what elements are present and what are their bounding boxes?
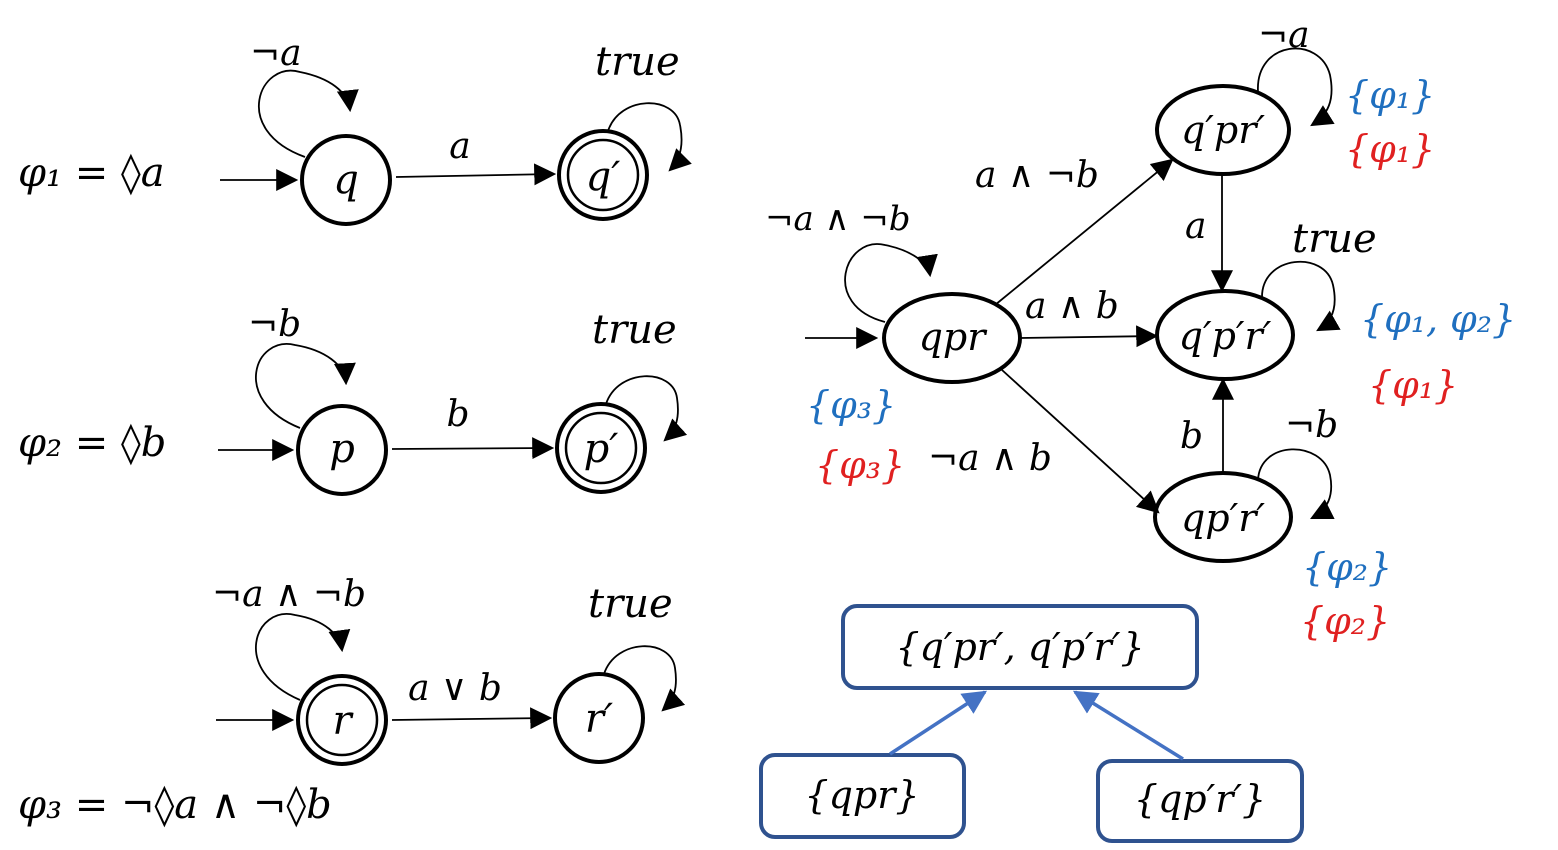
label-state-qppr: q′pr′	[1181, 108, 1265, 152]
label-self-loop-r: ¬a ∧ ¬b	[212, 574, 366, 615]
state-p-prime	[555, 402, 647, 494]
label-self-loop-qprp: ¬b	[1285, 405, 1338, 446]
self-loop-r	[255, 613, 351, 701]
label-state-qpprp: q′p′r′	[1179, 314, 1272, 358]
edge-qpr-to-qpprp	[1019, 325, 1159, 348]
edge-qpr-to-qprp	[1001, 369, 1160, 514]
automaton-phi2: φ₂ = ◊b ¬b p b p′ true	[18, 304, 688, 496]
lattice-box-left	[759, 753, 966, 839]
label-self-loop-p: ¬b	[248, 304, 301, 345]
self-loop-r-prime	[603, 645, 686, 712]
label-self-loop-q: ¬a	[250, 33, 302, 74]
annotation-qpprp-blue: {φ₁, φ₂}	[1360, 297, 1516, 341]
self-loop-p-prime	[605, 375, 688, 442]
label-state-p: p	[329, 426, 355, 472]
annotation-qprp-blue: {φ₂}	[1302, 545, 1392, 589]
transition-q-to-qprime	[395, 163, 557, 186]
annotation-qppr-blue: {φ₁}	[1345, 73, 1435, 117]
label-self-loop-q-prime: true	[595, 39, 680, 85]
state-p	[296, 404, 388, 496]
label-transition-a: a	[449, 126, 470, 167]
accepting-ring-q-prime	[566, 138, 640, 212]
label-self-loop-qpr: ¬a ∧ ¬b	[765, 199, 911, 239]
lattice: {q′pr′, q′p′r′} {qpr} {qp′r′}	[759, 604, 1304, 843]
label-self-loop-p-prime: true	[592, 307, 677, 353]
self-loop-qpr	[844, 243, 938, 323]
label-edge-qprp-to-qpprp: b	[1180, 416, 1203, 457]
label-edge-qpr-to-qppr: a ∧ ¬b	[975, 155, 1099, 196]
annotation-qpr-blue: {φ₃}	[806, 383, 896, 427]
state-r-prime	[553, 672, 645, 764]
product-automaton: ¬a ∧ ¬b qpr {φ₃} {φ₃} q′pr′ ¬a {φ₁} {φ₁}…	[765, 15, 1516, 643]
label-self-loop-r-prime: true	[588, 581, 673, 627]
automaton-phi1: φ₁ = ◊a ¬a q a q′ true	[18, 33, 692, 226]
transition-r-to-rprime	[391, 707, 553, 730]
self-loop-qprp	[1257, 448, 1335, 519]
label-state-r: r	[332, 698, 354, 744]
edge-qpr-to-qppr	[994, 158, 1174, 306]
lattice-edge-left-to-top	[889, 690, 988, 756]
label-self-loop-qpprp: true	[1292, 216, 1377, 262]
annotation-qpr-red: {φ₃}	[815, 443, 905, 487]
self-loop-qppr	[1257, 47, 1335, 127]
label-transition-b: b	[446, 394, 469, 435]
label-state-p-prime: p′	[584, 426, 619, 472]
state-qppr	[1155, 84, 1291, 176]
lattice-box-right	[1096, 759, 1304, 843]
label-state-r-prime: r′	[585, 696, 613, 742]
label-state-q-prime: q′	[586, 154, 621, 200]
label-state-q: q	[333, 157, 359, 203]
lattice-label-top: {q′pr′, q′p′r′}	[895, 625, 1144, 669]
state-r	[296, 674, 388, 766]
state-q-prime	[557, 129, 649, 221]
annotation-qprp-red: {φ₂}	[1300, 599, 1390, 643]
accepting-ring-p-prime	[564, 411, 638, 485]
label-state-qpr: qpr	[919, 315, 989, 359]
state-q	[300, 134, 392, 226]
transition-p-to-pprime	[391, 437, 555, 460]
lattice-edge-right-to-top	[1072, 690, 1184, 761]
self-loop-q-prime	[607, 102, 692, 172]
self-loop-q	[258, 69, 359, 158]
label-state-qprp: qp′r′	[1181, 496, 1265, 540]
automaton-phi3: φ₃ = ¬◊a ∧ ¬◊b ¬a ∧ ¬b r a ∨ b r′ true	[18, 574, 686, 828]
formula-phi1: φ₁ = ◊a	[18, 150, 165, 196]
label-edge-qpr-to-qprp: ¬a ∧ b	[928, 438, 1052, 479]
self-loop-p	[255, 343, 356, 429]
annotation-qpprp-red: {φ₁}	[1368, 363, 1458, 407]
lattice-box-top	[841, 604, 1199, 690]
state-qprp	[1153, 471, 1293, 563]
formula-phi3: φ₃ = ¬◊a ∧ ¬◊b	[18, 782, 332, 828]
self-loop-qpprp	[1261, 260, 1341, 332]
label-transition-a-or-b: a ∨ b	[408, 668, 502, 709]
accepting-ring-r	[305, 683, 379, 757]
lattice-label-left: {qpr}	[804, 773, 919, 817]
lattice-label-right: {qp′r′}	[1134, 777, 1266, 821]
label-edge-qpr-to-qpprp: a ∧ b	[1025, 286, 1119, 327]
label-self-loop-qppr: ¬a	[1258, 15, 1310, 56]
formula-phi2: φ₂ = ◊b	[18, 420, 166, 466]
annotation-qppr-red: {φ₁}	[1345, 127, 1435, 171]
label-edge-qppr-to-qpprp: a	[1185, 206, 1206, 247]
